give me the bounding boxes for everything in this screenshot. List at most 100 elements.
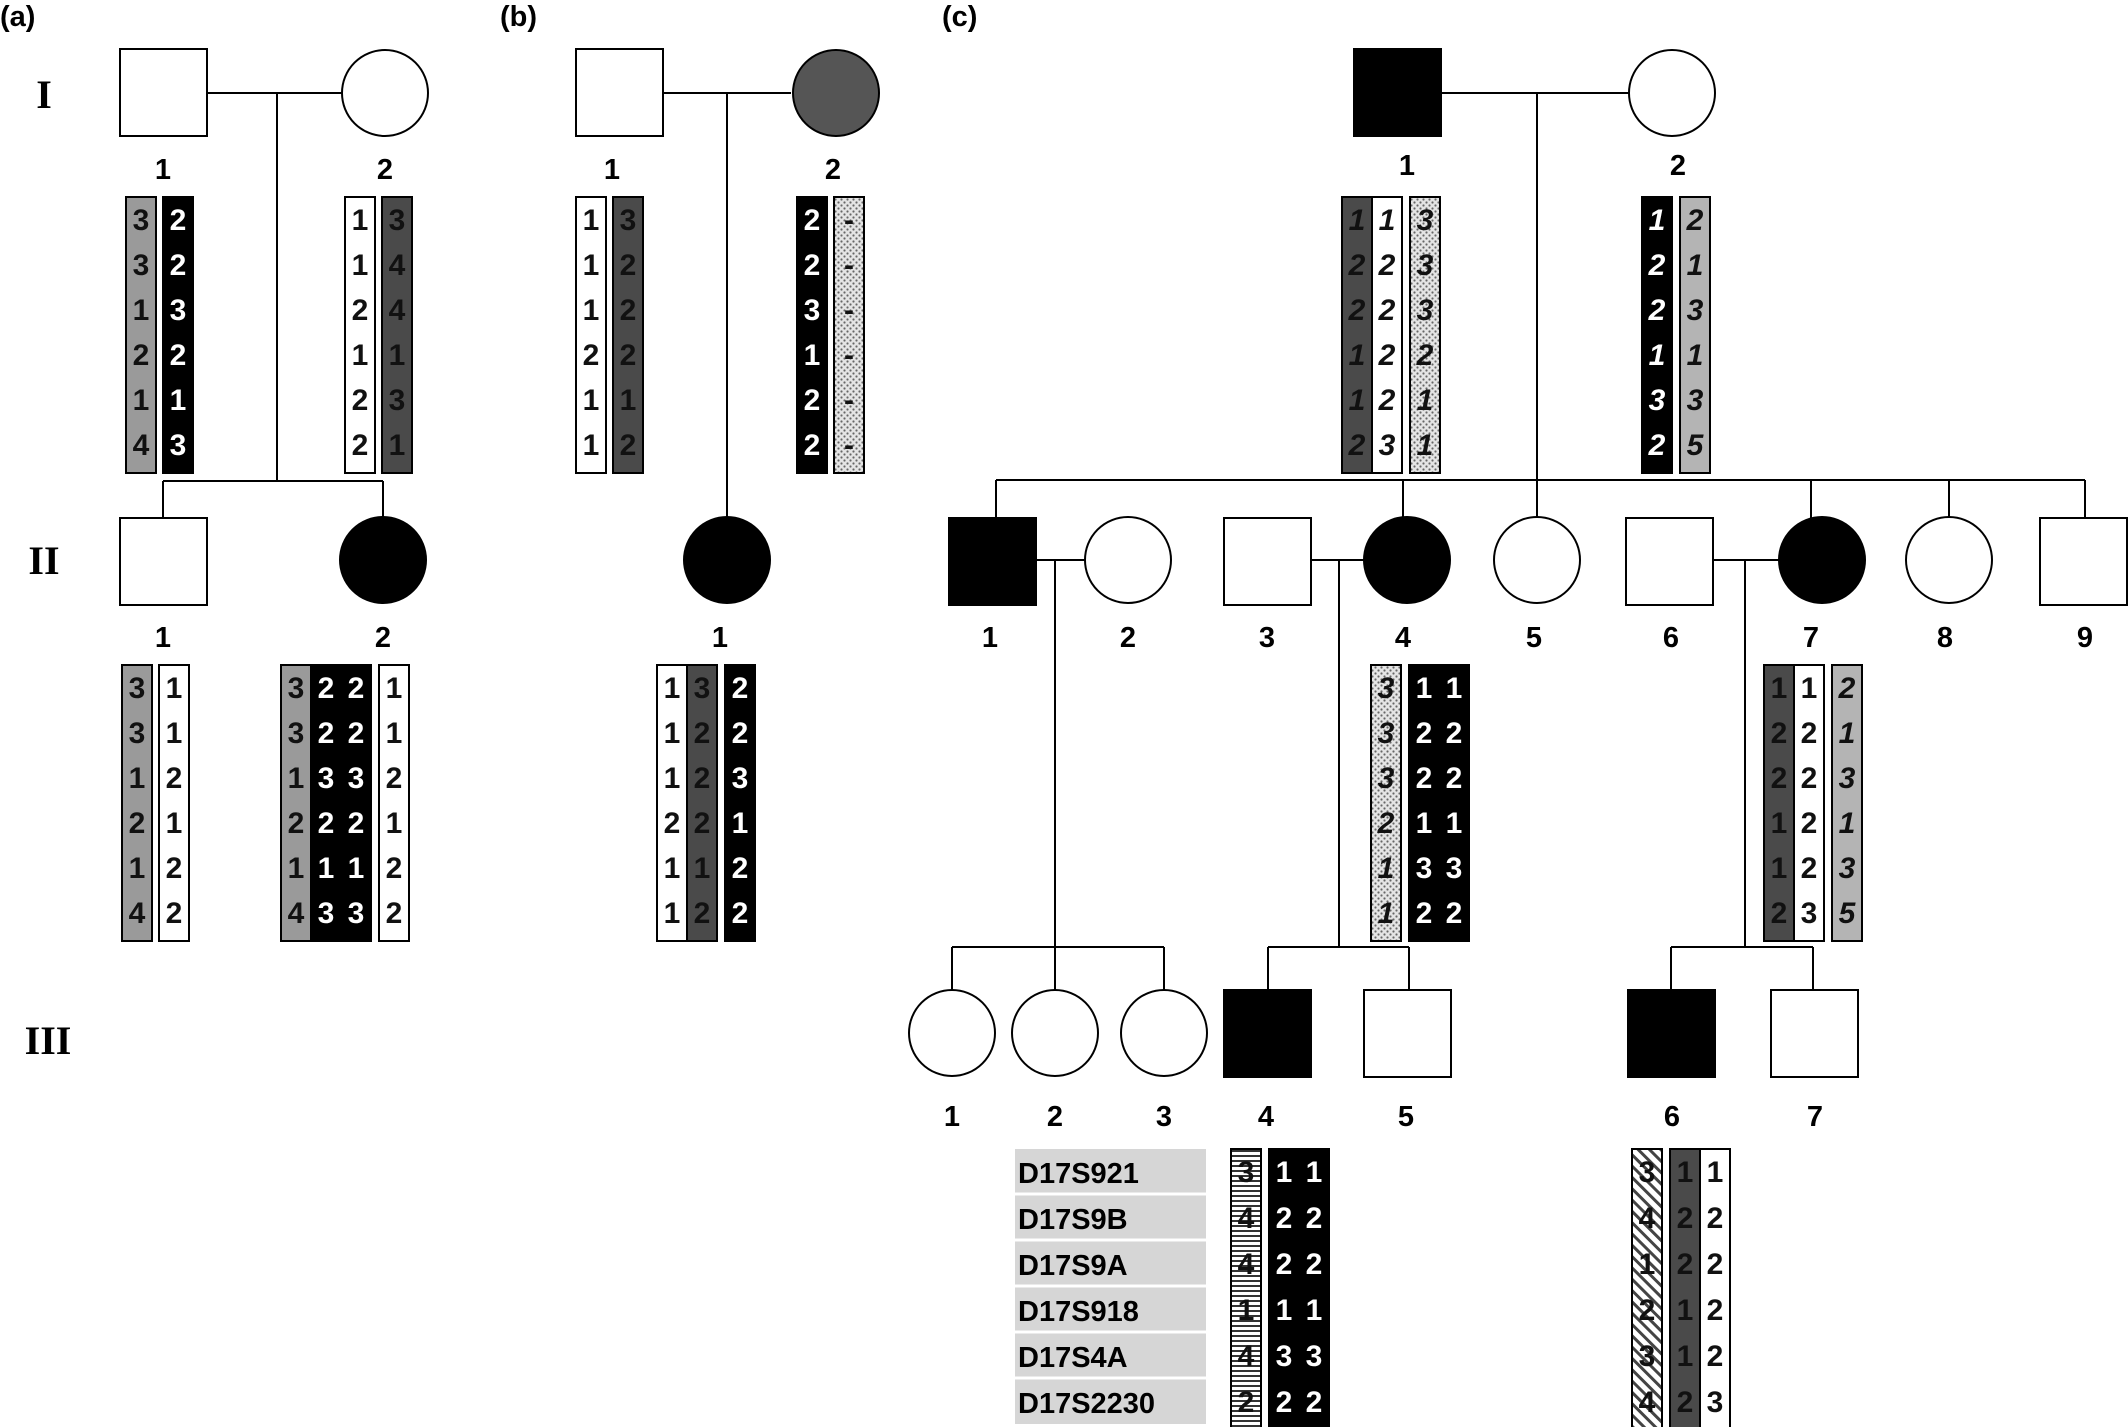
allele-value: 1 [166,672,183,705]
allele-value: 1 [664,897,681,930]
allele-value: 3 [1639,1340,1656,1373]
individual-label: 2 [375,622,391,654]
allele-value: 1 [1649,204,1666,237]
allele-value: 2 [1348,294,1366,327]
allele-value: 1 [1687,339,1704,372]
individual-label: 7 [1807,1101,1823,1133]
allele-value: 1 [1378,897,1395,930]
haplotype-strand [158,664,190,942]
allele-value: 1 [389,429,406,462]
allele-value: 2 [386,897,403,930]
haplotype-strand [1409,196,1441,474]
haplotype-strand [724,664,756,942]
haplotype-strand [344,196,376,474]
allele-value: 1 [1276,1294,1293,1327]
female-unaffected [1628,49,1716,137]
allele-value: 2 [1677,1202,1694,1235]
generation-label-I: I [36,72,52,117]
allele-value: 1 [1446,672,1463,705]
allele-value: 1 [1839,807,1856,840]
haplotype-strand [162,196,194,474]
allele-value: 1 [804,339,821,372]
allele-value: 3 [1238,1156,1255,1189]
allele-value: 1 [1801,672,1818,705]
allele-value: 2 [1416,762,1433,795]
allele-value: 2 [1276,1202,1293,1235]
allele-value: 2 [1377,807,1395,840]
individual-label: 1 [1399,150,1415,182]
allele-value: 4 [288,897,305,930]
allele-value: 3 [1687,384,1704,417]
allele-value: 2 [352,384,369,417]
haplotype-strand [280,664,312,942]
haplotype-strand [310,664,342,942]
allele-value: 1 [1417,429,1434,462]
allele-value: 1 [583,384,600,417]
allele-value: 1 [166,717,183,750]
allele-value: 2 [348,672,365,705]
allele-value: 3 [1649,384,1666,417]
allele-value: 3 [1839,762,1856,795]
allele-value: 2 [1838,672,1856,705]
allele-value: 5 [1839,897,1857,930]
allele-value: 2 [386,762,403,795]
allele-value: 2 [1306,1248,1323,1281]
haplotype-strand [656,664,688,942]
female-unaffected [1493,516,1581,604]
allele-value: 1 [1839,717,1856,750]
allele-value: 4 [389,249,406,282]
marker-label: D17S4A [1018,1342,1128,1374]
male-affected [1223,989,1312,1078]
allele-value: 2 [348,717,365,750]
allele-value: 3 [129,672,146,705]
allele-value: 1 [1707,1156,1724,1189]
marker-label: D17S9A [1018,1250,1128,1282]
allele-value: 2 [1378,294,1396,327]
allele-value: 2 [1648,429,1666,462]
allele-value: 2 [1801,762,1818,795]
allele-value: - [844,339,854,372]
allele-value: 1 [1378,852,1395,885]
allele-value: 1 [1349,204,1366,237]
allele-value: 1 [1649,339,1666,372]
allele-value: 3 [1379,429,1396,462]
allele-value: 2 [694,762,711,795]
allele-value: 2 [1801,717,1818,750]
male-unaffected [1770,989,1859,1078]
allele-value: 1 [620,384,637,417]
allele-value: 1 [1677,1294,1694,1327]
allele-value: 3 [1378,762,1395,795]
female-carrier [792,49,880,137]
allele-value: 2 [1348,429,1366,462]
allele-value: 2 [1416,717,1433,750]
allele-value: 2 [1378,249,1396,282]
allele-value: 2 [664,807,681,840]
allele-value: 2 [170,249,187,282]
allele-value: 3 [1707,1386,1724,1419]
female-unaffected [908,989,996,1077]
allele-value: 3 [1378,672,1395,705]
pedigree-lines-b [621,92,791,518]
haplotype-strand [612,196,644,474]
allele-value: 3 [348,762,365,795]
allele-value: 2 [170,339,187,372]
individual-label: 2 [1670,150,1686,182]
allele-value: 2 [352,294,369,327]
allele-value: 3 [620,204,637,237]
allele-value: 2 [1771,762,1788,795]
female-unaffected [1011,989,1099,1077]
allele-value: 2 [288,807,305,840]
allele-value: 1 [1416,807,1433,840]
female-unaffected [1905,516,1993,604]
allele-value: 5 [1687,429,1705,462]
allele-value: 2 [348,807,365,840]
allele-value: 3 [1417,249,1434,282]
